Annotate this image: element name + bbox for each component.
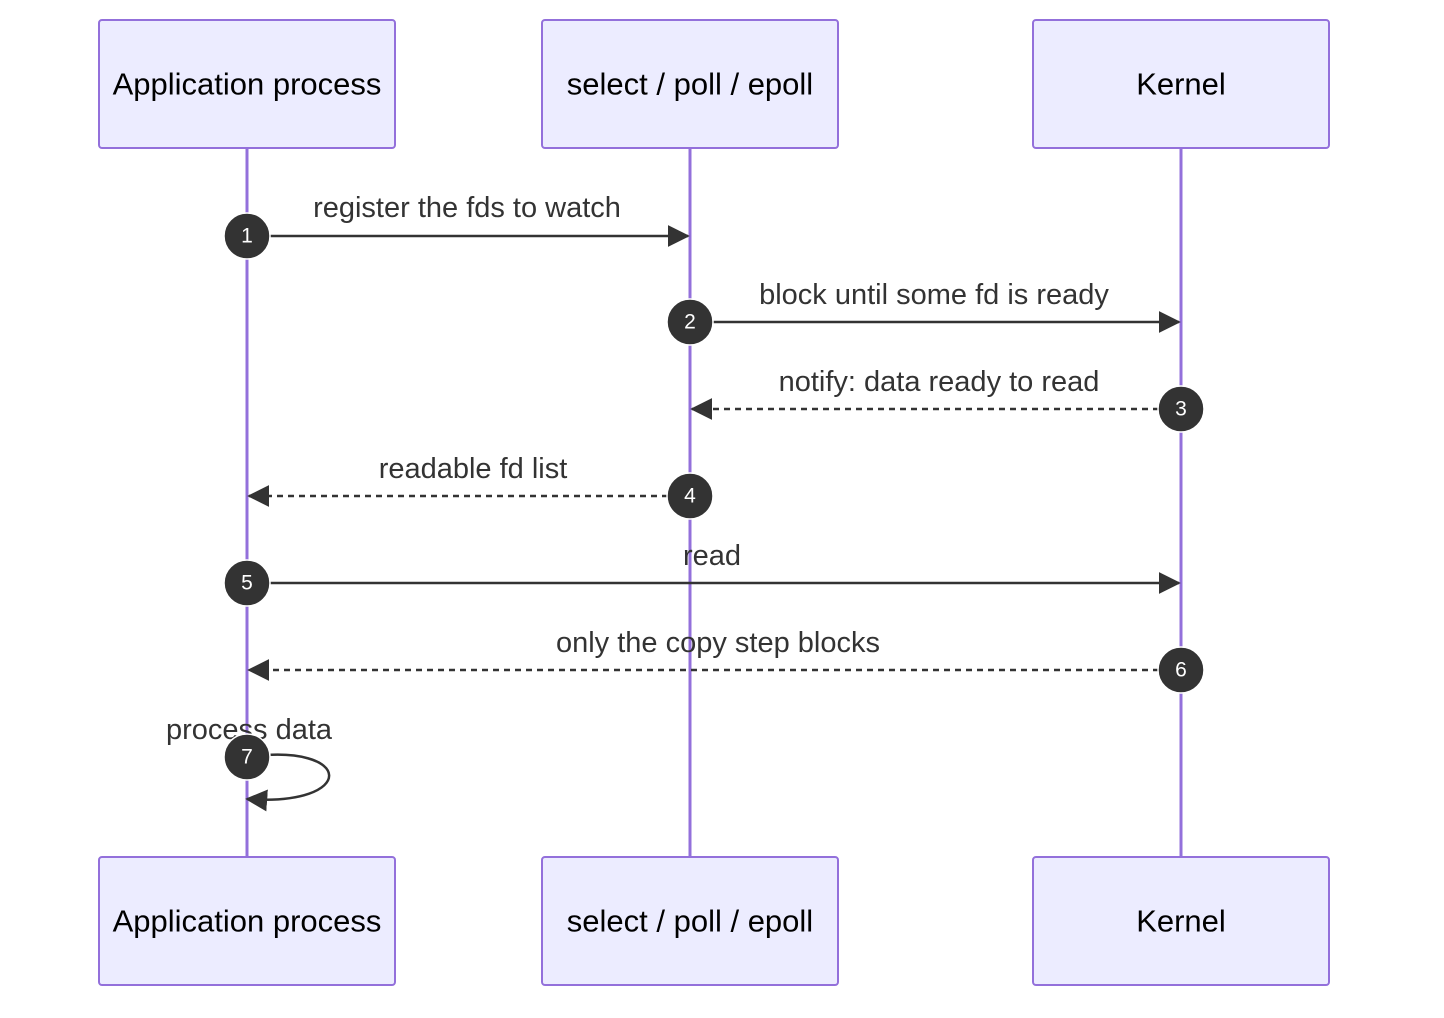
sequence-number: 7	[241, 746, 253, 769]
message-label: read	[683, 540, 741, 572]
participant-application-process-top: Application process	[98, 19, 396, 149]
message-label: only the copy step blocks	[556, 627, 880, 659]
message-3: notify: data ready to read 3	[690, 366, 1205, 433]
participant-select-poll-epoll-top: select / poll / epoll	[541, 19, 839, 149]
participant-label: Kernel	[1136, 904, 1226, 939]
participant-label: Application process	[113, 904, 382, 939]
sequence-number-badge	[666, 472, 714, 520]
sequence-number-badge	[666, 298, 714, 346]
participant-label: Kernel	[1136, 67, 1226, 102]
message-4: readable fd list 4	[247, 453, 714, 520]
sequence-number-badge	[1157, 385, 1205, 433]
message-label: register the fds to watch	[313, 192, 621, 224]
participant-label: Application process	[113, 67, 382, 102]
message-5: read 5	[223, 540, 1181, 607]
sequence-number-badge	[223, 212, 271, 260]
participant-label: select / poll / epoll	[567, 67, 813, 102]
message-label: notify: data ready to read	[779, 366, 1100, 398]
lifelines	[245, 148, 1183, 857]
participant-select-poll-epoll-bottom: select / poll / epoll	[541, 856, 839, 986]
message-2: block until some fd is ready 2	[666, 279, 1181, 346]
participant-application-process-bottom: Application process	[98, 856, 396, 986]
sequence-number-badge	[1157, 646, 1205, 694]
message-label: block until some fd is ready	[759, 279, 1109, 311]
sequence-number-badge	[223, 559, 271, 607]
message-label: readable fd list	[379, 453, 568, 485]
sequence-number: 3	[1175, 398, 1187, 421]
message-7: process data 7	[166, 714, 333, 812]
message-arrow-self-loop	[245, 753, 331, 812]
message-6: only the copy step blocks 6	[247, 627, 1205, 694]
sequence-number: 2	[684, 311, 696, 334]
sequence-number: 6	[1175, 659, 1187, 682]
sequence-number: 4	[684, 485, 696, 508]
sequence-number: 5	[241, 572, 253, 595]
sequence-number: 1	[241, 225, 253, 248]
message-1: register the fds to watch 1	[223, 192, 690, 260]
participant-label: select / poll / epoll	[567, 904, 813, 939]
participant-kernel-bottom: Kernel	[1032, 856, 1330, 986]
participant-kernel-top: Kernel	[1032, 19, 1330, 149]
sequence-number-badge	[223, 733, 271, 781]
